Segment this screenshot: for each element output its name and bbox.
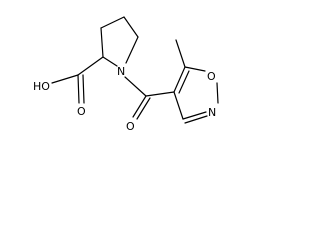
isoxazole-oxygen-label: O [207,70,216,83]
molecule-structure: HO N O O O N [33,16,219,133]
acid-oxygen-label: O [77,105,86,118]
bond-ccarbonyl-o-double-2 [136,97,151,120]
bond-c2-c3 [100,27,104,58]
bond-c3-c4 [173,91,184,120]
bond-n-c3-double-1 [182,111,207,120]
bond-c3-c4 [100,16,125,29]
hydroxyl-label: HO [33,80,50,93]
bond-ccarbonyl-c4iso [145,91,175,97]
bond-ccarbonyl-o-double-1 [132,95,147,118]
bond-n-ccarbonyl [124,76,147,97]
bond-c5-o [184,66,206,72]
bond-c5-n [125,36,139,64]
bond-c4-c5-double-1 [173,66,186,93]
bond-cacid-o-double-2 [82,74,85,104]
bond-cacid-oh [51,74,79,84]
bond-n-c3-double-2 [184,115,208,124]
bond-n-c2 [102,56,118,67]
ketone-oxygen-label: O [126,120,135,133]
bond-cacid-o-double-1 [77,74,80,104]
pyrrolidine-nitrogen-label: N [117,65,125,78]
bond-c2-cacid [77,56,104,76]
bond-c4-c5 [123,16,139,38]
bond-c5-methyl [175,39,186,68]
isoxazole-nitrogen-label: N [208,106,216,119]
bond-o-n [216,82,219,104]
bond-c4-c5-double-2 [178,70,190,94]
